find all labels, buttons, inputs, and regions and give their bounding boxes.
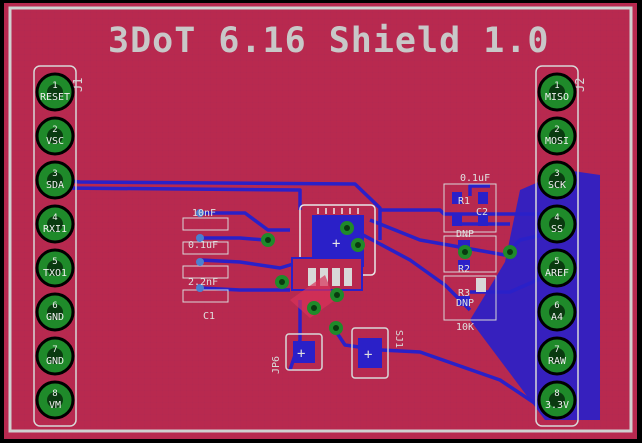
pin-hole [47, 348, 63, 364]
pin-number: 5 [52, 257, 57, 267]
pin-number: 2 [554, 125, 559, 135]
sensor-pad-cluster [290, 257, 363, 318]
pin-name: 3.3V [545, 400, 569, 411]
pin-name: RAW [548, 356, 567, 367]
label-c2: C2 [476, 207, 488, 218]
pin-name: VSC [46, 136, 64, 147]
pin-number: 7 [52, 345, 57, 355]
jumper-jp6: + [285, 333, 323, 371]
pin-name: SDA [46, 180, 64, 191]
pin-number: 2 [52, 125, 57, 135]
jumper-sj1: + [351, 327, 389, 379]
pin-number: 6 [52, 301, 57, 311]
vias [261, 221, 517, 335]
pin-number: 8 [52, 389, 57, 399]
header-j1-ref: J1 [71, 78, 85, 92]
pin-number: 1 [554, 81, 559, 91]
label-r2: R2 [458, 264, 470, 275]
pin-name: MOSI [545, 136, 569, 147]
pin-hole [549, 84, 565, 100]
pin-hole [47, 260, 63, 276]
label-c-top: 10nF [192, 208, 216, 219]
svg-text:+: + [297, 346, 305, 362]
pin-name: A4 [551, 312, 563, 323]
pin-name: SCK [548, 180, 566, 191]
board-title: 3DoT 6.16 Shield 1.0 [108, 21, 549, 61]
pin-hole [549, 128, 565, 144]
label-c-right-top: 0.1uF [460, 173, 490, 184]
header-j2-pin: 83.3V [537, 380, 577, 420]
label-r1: R1 [458, 196, 470, 207]
left-capacitors [182, 209, 229, 303]
pin-hole [549, 348, 565, 364]
pin-name: TXO1 [43, 268, 67, 279]
pin-hole [47, 128, 63, 144]
pin-name: RESET [40, 92, 70, 103]
pin-name: SS [551, 224, 563, 235]
svg-text:+: + [364, 347, 372, 363]
pin-number: 5 [554, 257, 559, 267]
label-c-low: 2.2nF [188, 277, 218, 288]
pin-hole [47, 172, 63, 188]
header-j2-pin: 6A4 [537, 292, 577, 332]
pin-number: 8 [554, 389, 559, 399]
label-jp6: JP6 [271, 356, 282, 374]
pin-hole [549, 304, 565, 320]
pin-number: 3 [52, 169, 57, 179]
label-c-mid: 0.1uF [188, 240, 218, 251]
pin-hole [47, 392, 63, 408]
header-j2-ref: J2 [573, 78, 587, 92]
pin-hole [549, 392, 565, 408]
pin-number: 4 [554, 213, 559, 223]
header-j2-outline [535, 65, 579, 427]
pin-hole [47, 216, 63, 232]
label-sj1: SJ1 [393, 330, 404, 348]
pin-name: GND [46, 312, 64, 323]
pin-hole [549, 260, 565, 276]
pin-hole [47, 84, 63, 100]
pin-hole [47, 304, 63, 320]
pin-name: MISO [545, 92, 569, 103]
pin-name: GND [46, 356, 64, 367]
pin-hole [549, 216, 565, 232]
label-c1: C1 [203, 311, 215, 322]
pin-hole [549, 172, 565, 188]
pin-number: 3 [554, 169, 559, 179]
pin-number: 7 [554, 345, 559, 355]
pin-name: RXI1 [43, 224, 67, 235]
header-j1-pin: 8VM [35, 380, 75, 420]
header-j2-pin: 4SS [537, 204, 577, 244]
pin-number: 4 [52, 213, 57, 223]
board-outline [8, 6, 633, 433]
header-j1-outline [33, 65, 77, 427]
pin-number: 1 [52, 81, 57, 91]
right-passives [443, 183, 497, 321]
label-dnp-bottom: DNP [456, 298, 474, 309]
pin-number: 6 [554, 301, 559, 311]
label-dnp-top: DNP [456, 229, 474, 240]
svg-text:+: + [332, 236, 340, 252]
pin-name: VM [49, 400, 61, 411]
label-r3: R3 [458, 288, 470, 299]
pin-name: AREF [545, 268, 569, 279]
label-r-value: 10K [456, 322, 474, 333]
